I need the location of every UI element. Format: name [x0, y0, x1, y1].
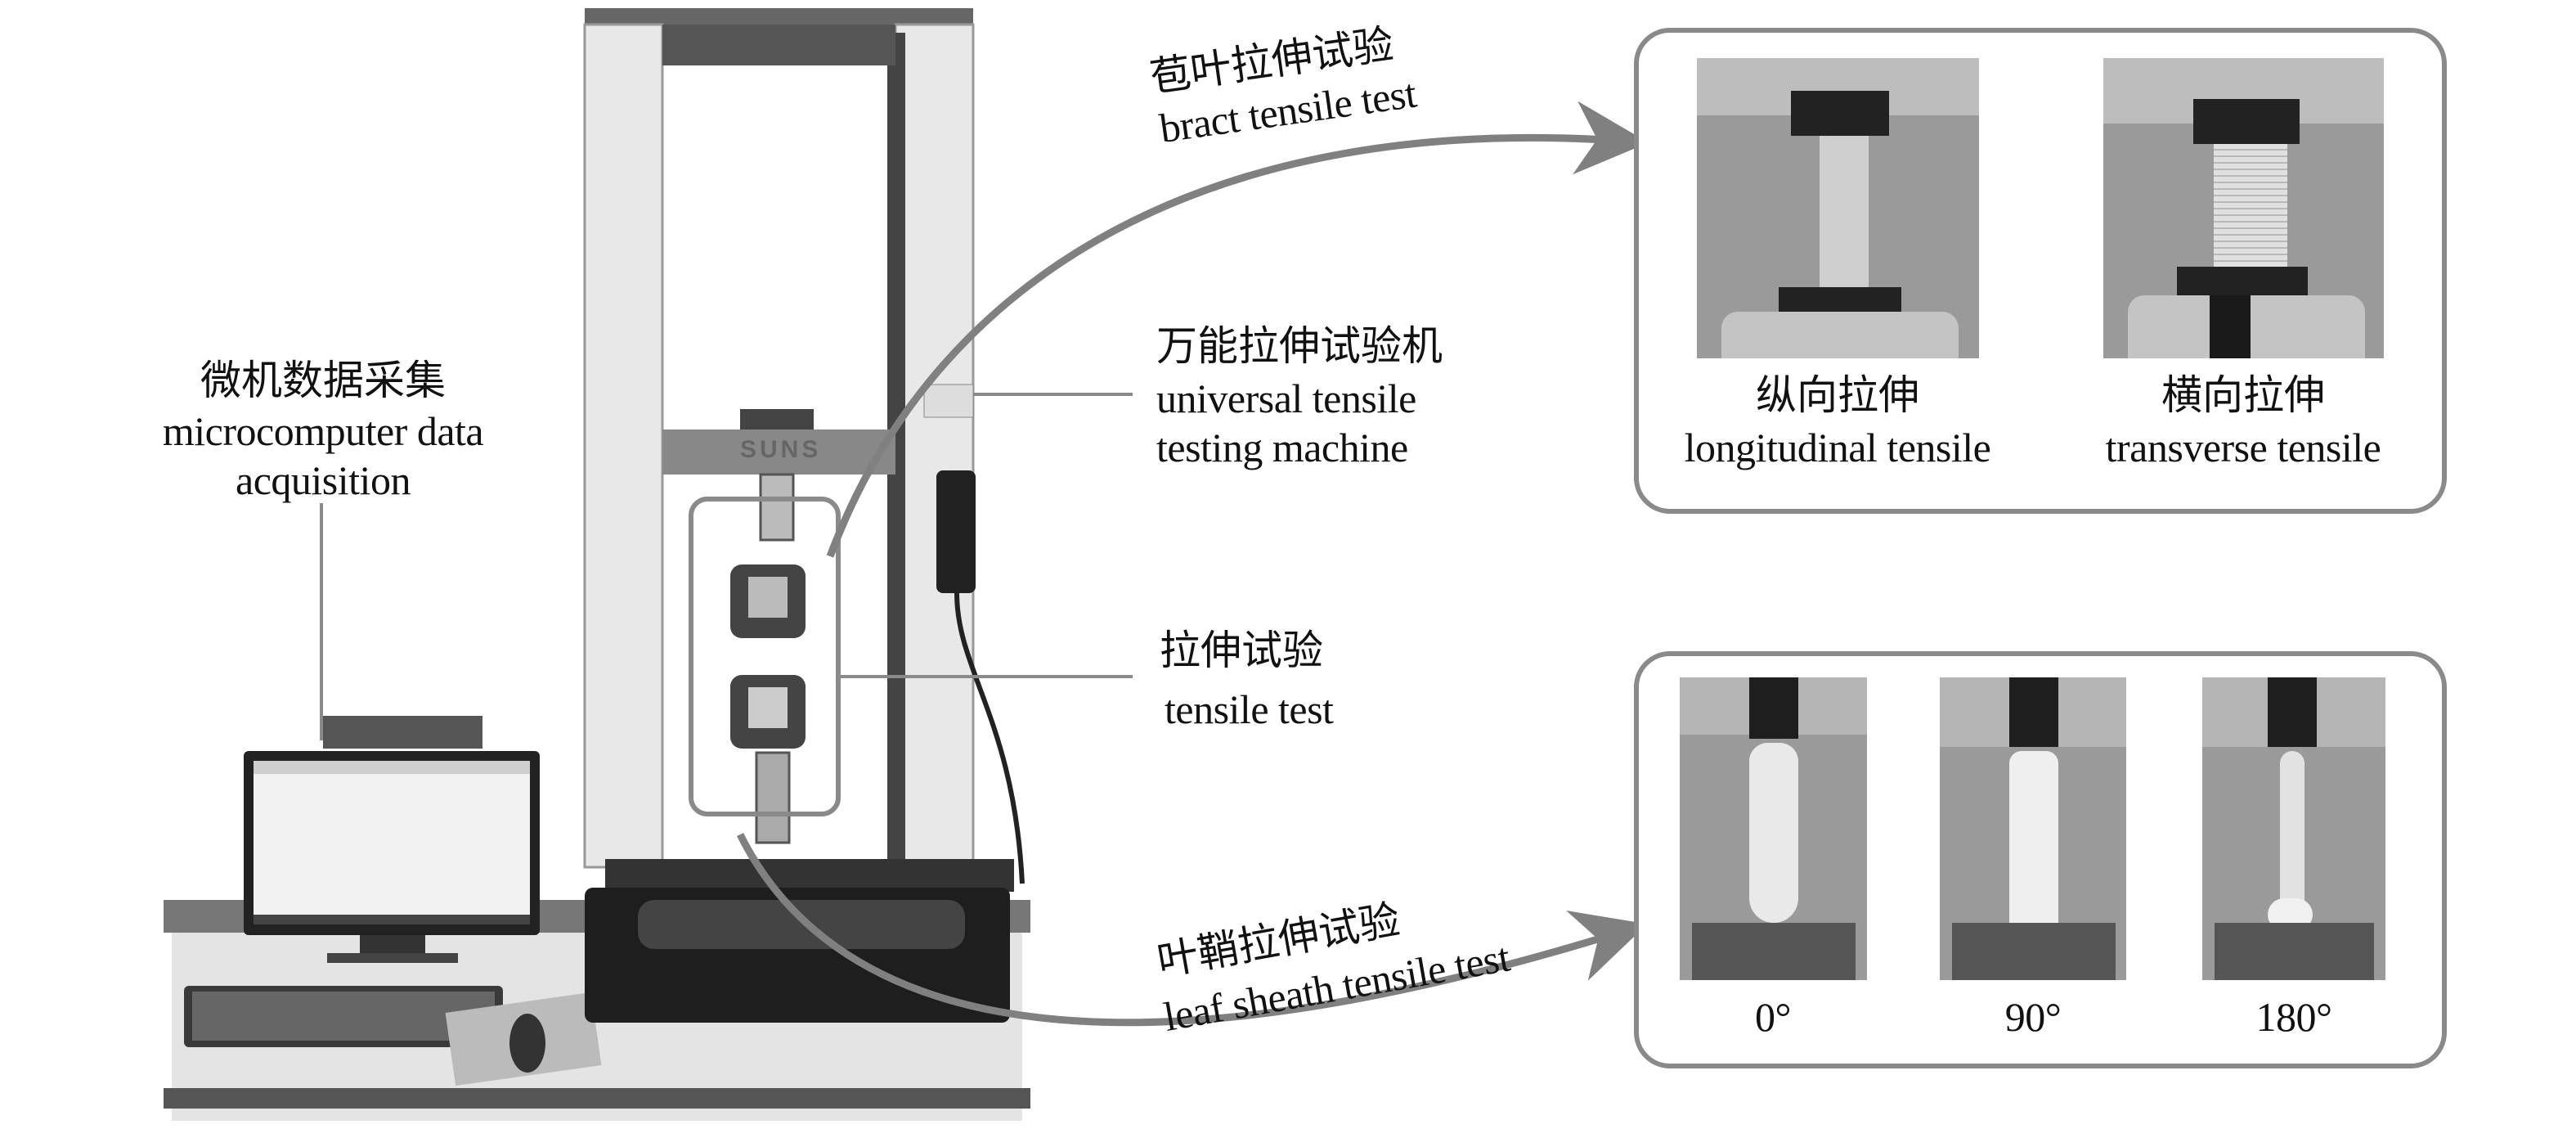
machine-label-en-1: universal tensile: [1156, 376, 1416, 421]
angle-label-180: 180°: [2255, 994, 2333, 1040]
longitudinal-tensile-photo: [1697, 58, 1979, 358]
machine-label-zh: 万能拉伸试验机: [1156, 323, 1443, 369]
transverse-label-zh: 横向拉伸: [2161, 372, 2325, 418]
machine-label-en-2: testing machine: [1156, 425, 1408, 470]
longitudinal-label-zh: 纵向拉伸: [1756, 372, 1919, 418]
tensile-test-label-en: tensile test: [1165, 686, 1334, 732]
transverse-tensile-photo: [2103, 58, 2384, 358]
machine-brand-logo: SUNS: [740, 436, 822, 463]
longitudinal-label-en: longitudinal tensile: [1684, 425, 1991, 470]
keyboard: [184, 986, 503, 1047]
tensile-testing-machine: [583, 8, 1025, 1023]
sheath-90-degree-photo: [1940, 677, 2126, 980]
mouse: [445, 992, 602, 1086]
computer-label-zh: 微机数据采集: [200, 358, 446, 403]
angle-label-0: 0°: [1755, 994, 1792, 1040]
computer-label-en-1: microcomputer data: [162, 408, 484, 454]
computer-monitor: [244, 716, 540, 963]
transverse-label-en: transverse tensile: [2105, 425, 2381, 470]
computer-label-en-2: acquisition: [236, 457, 411, 503]
angle-label-90: 90°: [2004, 994, 2062, 1040]
grip-highlight-box: [689, 497, 841, 816]
arrow-to-bract-panel: [826, 101, 1649, 558]
arrow-to-sheath-panel: [736, 832, 1648, 1027]
sheath-180-degree-photo: [2202, 677, 2385, 980]
sheath-0-degree-photo: [1680, 677, 1867, 980]
tensile-test-label-zh: 拉伸试验: [1160, 627, 1323, 673]
